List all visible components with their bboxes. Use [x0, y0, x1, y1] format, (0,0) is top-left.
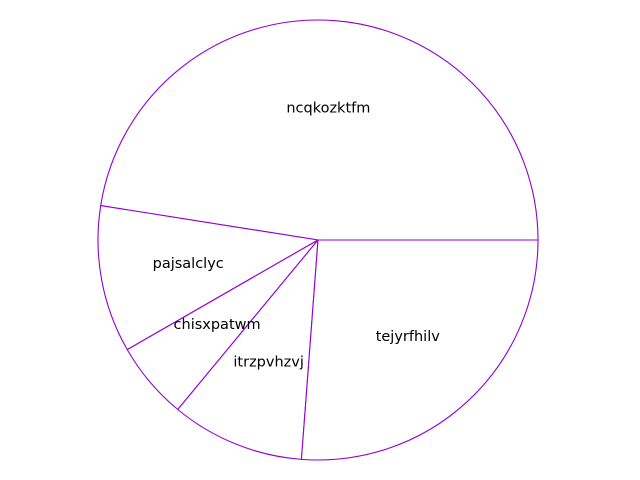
- pie-slice-pajsalclyc: [97, 205, 319, 351]
- slice-label-chisxpatwm: chisxpatwm: [174, 317, 261, 333]
- slices-layer: [97, 19, 539, 461]
- slice-label-pajsalclyc: pajsalclyc: [153, 256, 224, 272]
- pie-slice-tejyrfhilv: [300, 239, 539, 461]
- slice-label-ncqkozktfm: ncqkozktfm: [286, 100, 370, 116]
- slice-label-itrzpvhzvj: itrzpvhzvj: [233, 354, 303, 370]
- pie-slice-itrzpvhzvj: [177, 239, 319, 460]
- labels-layer: ncqkozktfm pajsalclyc chisxpatwm itrzpvhzvj…: [153, 100, 441, 370]
- slice-label-tejyrfhilv: tejyrfhilv: [376, 329, 441, 345]
- pie-slice-ncqkozktfm: [100, 19, 539, 241]
